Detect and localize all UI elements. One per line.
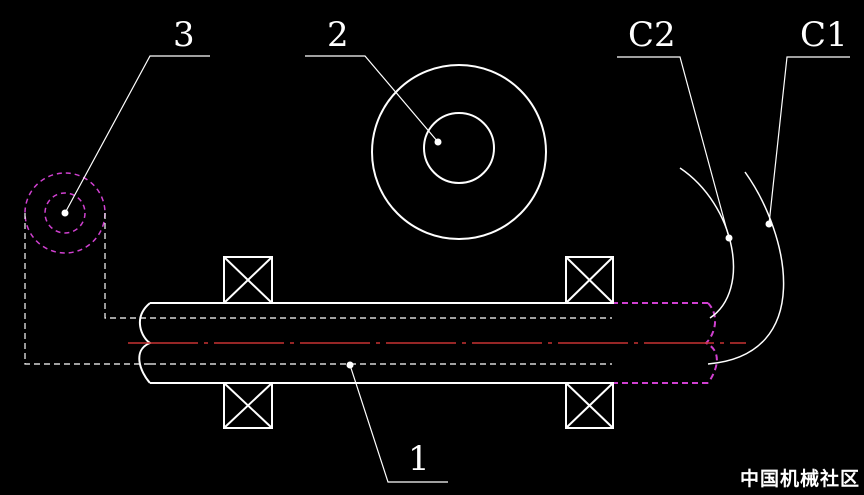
bearing-left-bottom: [223, 382, 273, 429]
label-c2: C2: [628, 15, 676, 55]
bearing-right-bottom: [565, 382, 614, 429]
label-1: 1: [408, 439, 430, 479]
leader-dots: [61, 138, 773, 369]
belt-dashed-lines: [24, 213, 612, 365]
bearing-left-top: [223, 256, 273, 304]
dot-1: [346, 361, 354, 369]
roller-2-inner-circle: [423, 112, 495, 184]
leader-c2: [617, 56, 730, 239]
dot-c2: [725, 234, 733, 242]
label-3: 3: [173, 15, 195, 55]
roller-2-outer-circle: [371, 64, 547, 240]
bearings: [223, 256, 614, 429]
curves: [679, 167, 785, 365]
dot-c1: [765, 220, 773, 228]
leader-3: [64, 55, 210, 214]
dot-3: [61, 209, 69, 217]
leader-2: [305, 55, 439, 143]
leader-c1: [768, 56, 850, 225]
leader-lines: [64, 55, 850, 483]
dot-2: [434, 138, 442, 146]
curve-c1: [707, 171, 785, 365]
watermark: 中国机械社区: [739, 468, 860, 490]
roller-3-inner-circle: [44, 192, 86, 234]
roller-2: [371, 64, 547, 240]
belt-inner-dashed: [104, 213, 150, 319]
leader-1: [349, 364, 448, 483]
bearing-right-top: [565, 256, 614, 304]
label-c1: C1: [800, 15, 848, 55]
belt-outer-dashed: [24, 213, 150, 365]
label-2: 2: [327, 15, 349, 55]
curve-c2: [679, 167, 735, 319]
